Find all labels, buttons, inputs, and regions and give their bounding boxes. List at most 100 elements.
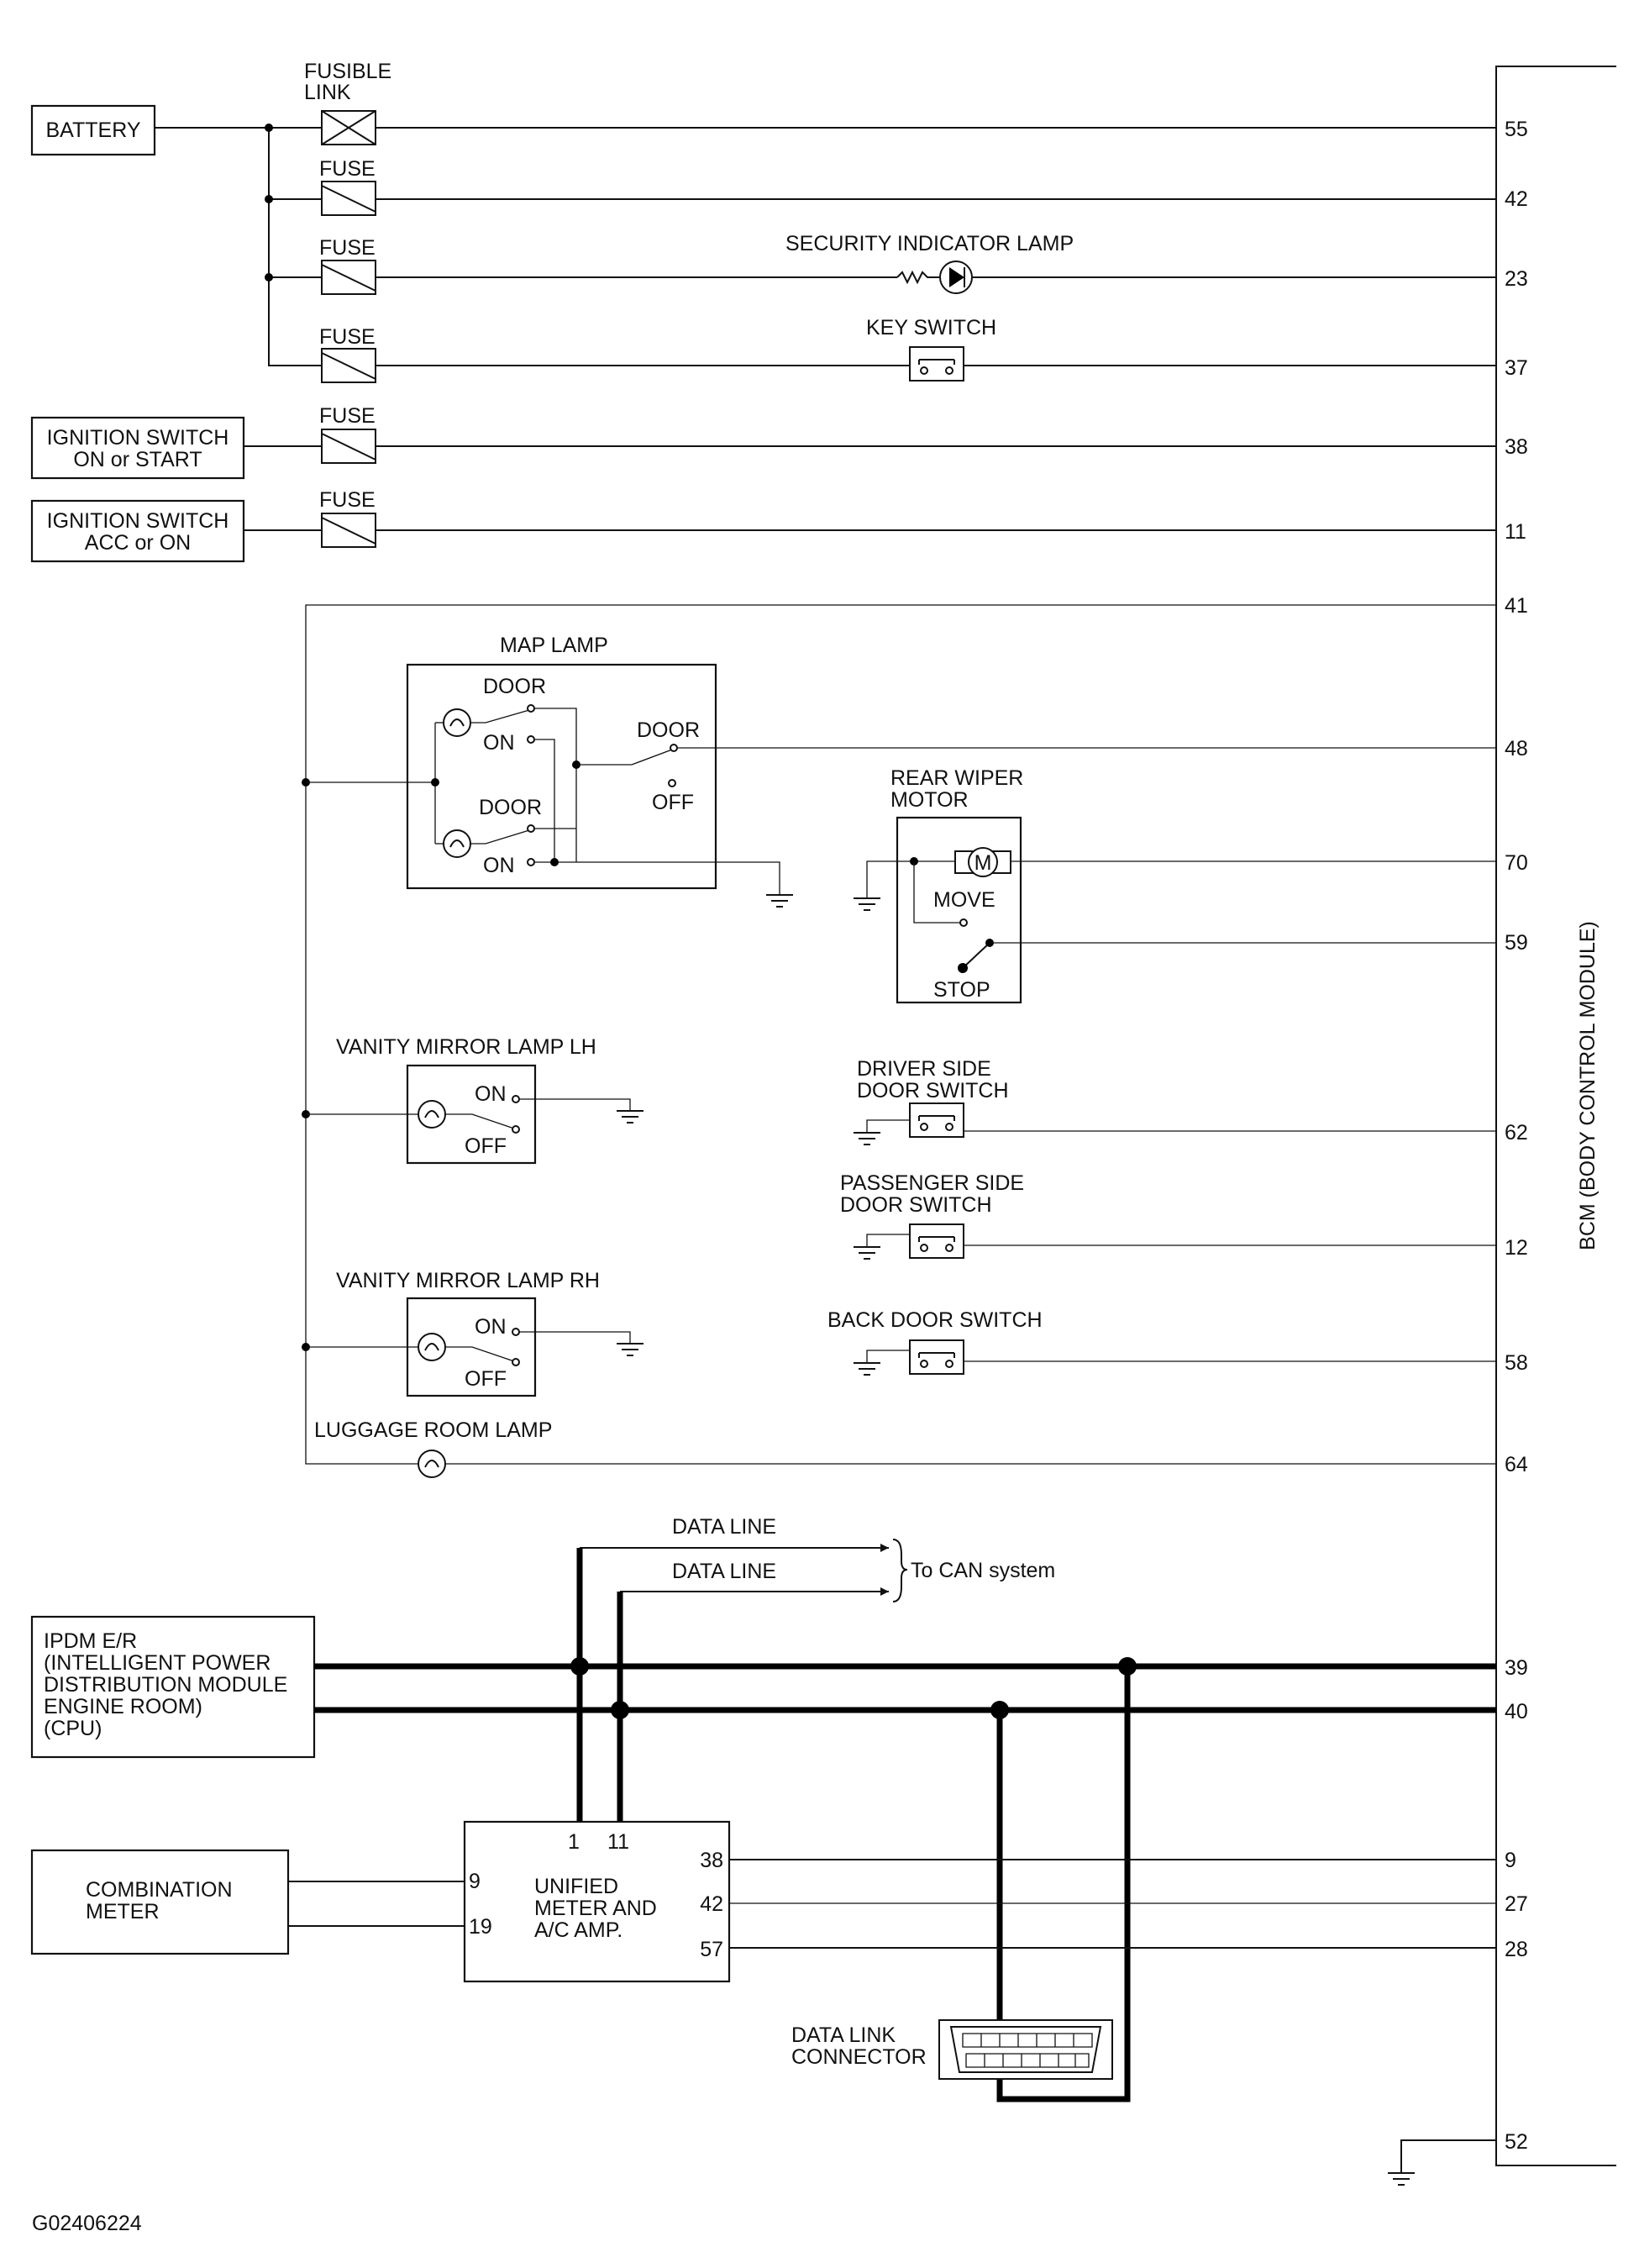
ignition-on-start-label-2: ON or START bbox=[73, 448, 202, 471]
combination-meter-label-1: COMBINATION bbox=[86, 1878, 233, 1902]
key-switch-label: KEY SWITCH bbox=[866, 316, 996, 339]
rear-wiper-motor-box bbox=[896, 816, 1022, 1004]
bcm-pin-11: 11 bbox=[1505, 520, 1526, 544]
fuse-symbol bbox=[321, 260, 376, 295]
back-door-switch-icon bbox=[909, 1339, 964, 1375]
fuse-symbol bbox=[321, 513, 376, 548]
bcm-pin-70: 70 bbox=[1505, 851, 1528, 875]
data-link-connector-label-1: DATA LINK bbox=[791, 2023, 896, 2047]
bcm-outline bbox=[1495, 66, 1616, 2166]
ignition-on-start-block: IGNITION SWITCH ON or START bbox=[30, 416, 245, 480]
map-lamp-on-label: ON bbox=[483, 854, 515, 877]
unified-pin-9: 9 bbox=[469, 1870, 481, 1893]
can-junction bbox=[990, 1701, 1009, 1719]
junction-dot bbox=[265, 273, 273, 282]
switch-contact bbox=[512, 1125, 520, 1134]
unified-pin-19: 19 bbox=[469, 1915, 492, 1939]
map-lamp-upper-switch bbox=[470, 709, 530, 724]
bcm-pin-55: 55 bbox=[1505, 118, 1528, 141]
map-lamp-on-label: ON bbox=[483, 731, 515, 755]
ipdm-label-3: DISTRIBUTION MODULE bbox=[44, 1673, 287, 1697]
bcm-pin-39: 39 bbox=[1505, 1656, 1528, 1680]
rear-wiper-motor-label-1: REAR WIPER bbox=[890, 766, 1023, 790]
map-lamp-door-label: DOOR bbox=[479, 796, 542, 819]
combination-meter-label-2: METER bbox=[86, 1900, 160, 1923]
ipdm-label-5: (CPU) bbox=[44, 1717, 102, 1740]
switch-contact bbox=[527, 858, 535, 866]
fuse-label: FUSE bbox=[319, 488, 376, 512]
bcm-pin-48: 48 bbox=[1505, 737, 1528, 760]
data-link-connector-icon bbox=[938, 2019, 1113, 2080]
ipdm-label-2: (INTELLIGENT POWER bbox=[44, 1651, 271, 1675]
map-lamp-door-label: DOOR bbox=[483, 675, 546, 698]
map-lamp-label: MAP LAMP bbox=[500, 634, 608, 657]
bcm-pin-12: 12 bbox=[1505, 1236, 1528, 1260]
vanity-rh-switch bbox=[445, 1346, 515, 1362]
data-line-label-1: DATA LINE bbox=[672, 1515, 776, 1539]
bcm-pin-59: 59 bbox=[1505, 931, 1528, 955]
junction-dot bbox=[431, 778, 439, 787]
vanity-lh-bulb-icon bbox=[418, 1100, 446, 1129]
wiper-move-label: MOVE bbox=[933, 888, 995, 912]
interior-lamp-power-loop bbox=[305, 604, 1496, 1465]
ground-icon bbox=[854, 1246, 880, 1260]
unified-pin-11: 11 bbox=[607, 1830, 629, 1854]
bcm-pin-52: 52 bbox=[1505, 2130, 1528, 2154]
bcm-pin-40: 40 bbox=[1505, 1700, 1528, 1723]
ignition-acc-on-block: IGNITION SWITCH ACC or ON bbox=[30, 499, 245, 563]
switch-pivot bbox=[958, 963, 968, 973]
unified-pin-1: 1 bbox=[568, 1830, 580, 1854]
vanity-rh-ground-wire bbox=[519, 1331, 631, 1344]
passenger-door-switch-label-2: DOOR SWITCH bbox=[840, 1193, 992, 1217]
junction-dot bbox=[265, 195, 273, 203]
unified-pin-57: 57 bbox=[700, 1938, 723, 1961]
fuse-symbol bbox=[321, 348, 376, 383]
fuse-symbol bbox=[321, 181, 376, 216]
fuse-label: FUSE bbox=[319, 157, 376, 181]
security-indicator-lamp-label: SECURITY INDICATOR LAMP bbox=[785, 232, 1074, 255]
vanity-lh-on-label: ON bbox=[475, 1082, 507, 1106]
unified-pin-42: 42 bbox=[700, 1892, 723, 1916]
can-junction bbox=[570, 1657, 589, 1676]
can-to-data-link bbox=[996, 1666, 1131, 2102]
ipdm-label-1: IPDM E/R bbox=[44, 1629, 137, 1653]
fuse-symbol bbox=[321, 429, 376, 464]
fuse-label: FUSE bbox=[319, 236, 376, 260]
ground-icon bbox=[766, 894, 793, 908]
map-lamp-bulb-icon bbox=[443, 708, 471, 737]
ignition-acc-on-label-1: IGNITION SWITCH bbox=[47, 509, 229, 533]
switch-contact bbox=[959, 918, 968, 927]
rear-wiper-motor-label-2: MOTOR bbox=[890, 788, 969, 812]
luggage-room-lamp-bulb-icon bbox=[418, 1450, 446, 1478]
bcm-pin-58: 58 bbox=[1505, 1351, 1528, 1375]
map-lamp-ground-wire bbox=[534, 861, 780, 895]
unified-pin-38: 38 bbox=[700, 1849, 723, 1872]
unified-meter-block: 1 11 9 19 38 42 57 UNIFIED METER AND A/C… bbox=[463, 1820, 731, 1983]
key-switch-icon bbox=[909, 346, 964, 382]
back-door-switch-label: BACK DOOR SWITCH bbox=[827, 1308, 1043, 1332]
fusible-link-label-2: LINK bbox=[304, 81, 351, 104]
vanity-lh-off-label: OFF bbox=[465, 1134, 507, 1158]
to-can-system-label: To CAN system bbox=[911, 1559, 1055, 1582]
bcm-pin-9: 9 bbox=[1505, 1849, 1516, 1872]
battery-box bbox=[30, 104, 156, 156]
data-line-label-2: DATA LINE bbox=[672, 1560, 776, 1583]
wiper-move-wire bbox=[913, 861, 960, 924]
unified-meter-label-1: UNIFIED bbox=[534, 1875, 618, 1898]
map-lamp-off-label: OFF bbox=[652, 791, 694, 814]
ground-icon bbox=[617, 1110, 644, 1123]
bcm-ground-wire bbox=[1400, 2139, 1496, 2173]
fusible-link-label-1: FUSIBLE bbox=[304, 60, 391, 83]
bcm-pin-28: 28 bbox=[1505, 1938, 1528, 1961]
passenger-door-switch-label-1: PASSENGER SIDE bbox=[840, 1171, 1024, 1195]
driver-door-switch-label-2: DOOR SWITCH bbox=[857, 1079, 1009, 1102]
fusible-link-symbol bbox=[321, 110, 376, 145]
ipdm-block: IPDM E/R (INTELLIGENT POWER DISTRIBUTION… bbox=[30, 1615, 316, 1759]
combination-meter-block: COMBINATION METER bbox=[30, 1849, 290, 1955]
motor-icon: M bbox=[954, 847, 1011, 877]
battery-branch-bus bbox=[268, 128, 322, 366]
driver-door-switch-icon bbox=[909, 1102, 964, 1138]
bcm-pin-41: 41 bbox=[1505, 594, 1528, 618]
wiper-ground-wire bbox=[866, 860, 955, 898]
